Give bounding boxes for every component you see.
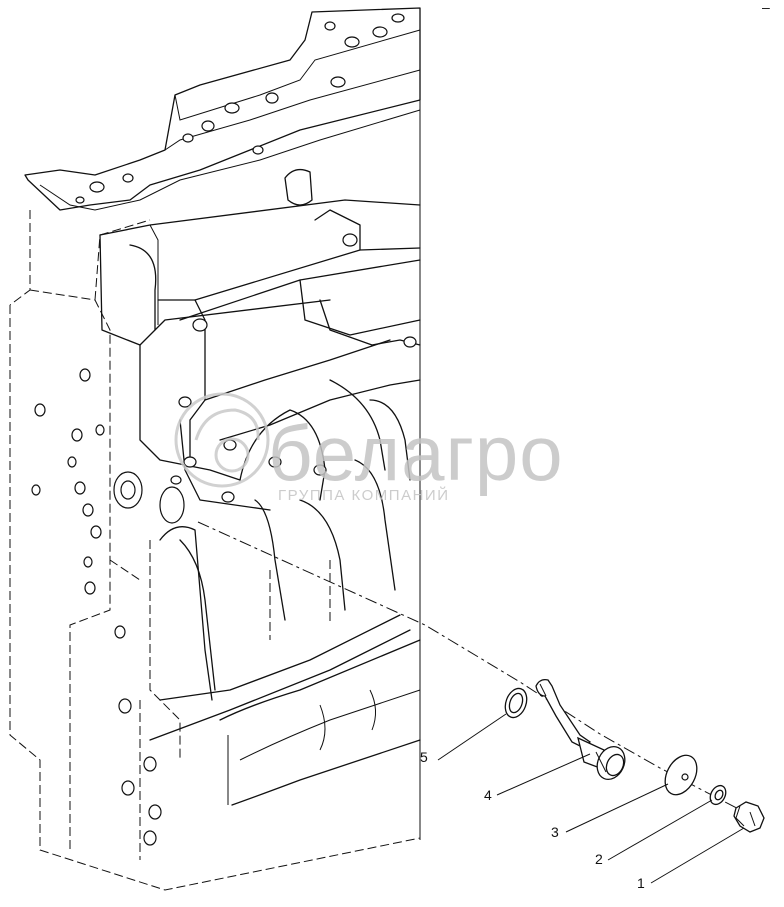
watermark-brand: белагро bbox=[268, 409, 564, 497]
oil-nozzle[interactable] bbox=[535, 678, 630, 784]
bolt[interactable] bbox=[733, 801, 765, 833]
watermark: белагро ГРУППА КОМПАНИЙ bbox=[174, 392, 564, 504]
flange-plate[interactable] bbox=[659, 750, 703, 800]
watermark-logo-icon bbox=[174, 392, 270, 488]
watermark-tagline: ГРУППА КОМПАНИЙ bbox=[278, 486, 449, 504]
deck-bolt-holes bbox=[75, 13, 405, 204]
corner-mark: – bbox=[762, 0, 770, 15]
callout-3: 3 bbox=[551, 824, 559, 840]
callout-4: 4 bbox=[484, 787, 492, 803]
callout-1: 1 bbox=[637, 875, 645, 891]
rail-bolt-holes bbox=[170, 233, 417, 503]
callout-5: 5 bbox=[420, 749, 428, 765]
callout-2: 2 bbox=[595, 851, 603, 867]
front-face-holes bbox=[31, 368, 162, 846]
o-ring[interactable] bbox=[501, 685, 530, 720]
callout-leaders bbox=[437, 713, 745, 884]
washer[interactable] bbox=[707, 783, 729, 807]
engine-block bbox=[9, 7, 421, 891]
